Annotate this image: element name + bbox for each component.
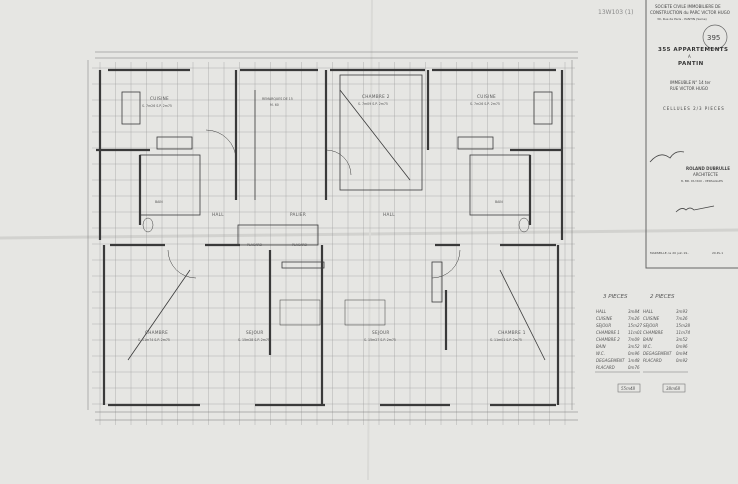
room-cuisine-right-area: S. 7m26 S.P. 2m75 — [470, 102, 500, 106]
three-rooms-area: 7m09 — [628, 337, 640, 342]
room-bain-left: BAIN — [155, 200, 163, 204]
three-rooms-room: BAIN — [596, 344, 606, 349]
room-chambre-1-area: S. 11m01 S.P. 2m75 — [490, 338, 522, 342]
three-rooms-room: PLACARD — [596, 365, 615, 370]
signature-2 — [675, 205, 715, 213]
two-rooms-area: 0m92 — [676, 358, 688, 363]
room-labels: CUISINE S. 7m26 S.P. 2m75 REMARQUES DE 1… — [138, 94, 526, 342]
two-rooms-area: 3m93 — [676, 309, 688, 314]
three-rooms-total: 55m48 — [621, 386, 636, 391]
room-bain-right: BAIN — [495, 200, 503, 204]
room-chambre-left: CHAMBRE — [145, 330, 168, 335]
client-line-3: 30, Rue de Paris - PANTIN (Seine) — [657, 17, 707, 21]
building-number: IMMEUBLE N° 14 ter — [670, 80, 711, 85]
project-a: A — [688, 54, 691, 59]
room-chambre-1: CHAMBRE 1 — [498, 330, 526, 335]
svg-text:395: 395 — [707, 34, 720, 42]
room-hall-right: HALL — [383, 212, 395, 217]
three-rooms-room: DEGAGEMENT — [596, 358, 625, 363]
room-placard-1: PLACARD — [247, 243, 263, 247]
room-sejour-right: SEJOUR — [372, 330, 390, 335]
drawing-subject: CELLULES 2/3 PIECES — [663, 106, 725, 111]
two-rooms-room: PLACARD — [643, 358, 662, 363]
walls — [96, 68, 564, 407]
three-rooms-area: 0m96 — [628, 351, 640, 356]
two-rooms-area: 0m96 — [676, 344, 688, 349]
two-rooms-room: CUISINE — [643, 316, 660, 321]
two-rooms-room: W.C. — [643, 344, 652, 349]
dimension-lines — [87, 51, 578, 421]
three-rooms-room: SEJOUR — [596, 323, 611, 328]
two-rooms-room: HALL — [643, 309, 653, 314]
client-line-2: CONSTRUCTION du PARC VICTOR HUGO — [650, 10, 730, 15]
three-rooms-room: CUISINE — [596, 316, 613, 321]
room-hall-left: HALL — [212, 212, 224, 217]
architect-name: ROLAND DUBRULLE — [686, 166, 730, 171]
three-rooms-area: 3m52 — [628, 344, 640, 349]
three-rooms-area: 3m84 — [628, 309, 640, 314]
three-rooms-area: 1m48 — [628, 358, 640, 363]
title-block: SOCIETE CIVILE IMMOBILIERE DE CONSTRUCTI… — [645, 0, 738, 269]
three-rooms-area: 15m27 — [628, 323, 643, 328]
room-stair-note: M. 60 — [270, 103, 279, 107]
two-rooms-room: CHAMBRE — [643, 330, 664, 335]
drawing-ref: 20.PL.1 — [712, 251, 723, 255]
architect-title: ARCHITECTE — [693, 172, 719, 177]
two-rooms-area: 15m28 — [676, 323, 691, 328]
date-line: MARSEILLE, le 20 juin 19.. — [650, 251, 689, 255]
three-rooms-area: 11m01 — [628, 330, 642, 335]
room-cuisine-left-area: S. 7m26 S.P. 2m75 — [142, 104, 172, 108]
architect-address: 8, BD. DU ROI - VERSAILLES — [681, 179, 723, 183]
project-city: PANTIN — [678, 61, 704, 67]
three-rooms-area: 7m26 — [628, 316, 640, 321]
signature-1 — [649, 151, 685, 163]
archive-reference: 13W103 (1) — [598, 9, 633, 16]
three-rooms-room: CHAMBRE 1 — [596, 330, 620, 335]
three-rooms-area: 0m76 — [628, 365, 640, 370]
two-rooms-room: BAIN — [643, 337, 653, 342]
room-stair: REMARQUES DE 15 — [262, 97, 293, 101]
two-rooms-area: 3m52 — [676, 337, 688, 342]
room-sejour-left: SEJOUR — [246, 330, 264, 335]
project-title: 355 APPARTEMENTS — [658, 47, 729, 53]
street-name: RUE VICTOR HUGO — [670, 86, 708, 91]
two-rooms-area: 11m74 — [676, 330, 691, 335]
two-rooms-total: 38m68 — [666, 386, 681, 391]
two-rooms-room: DEGAGEMENT — [643, 351, 672, 356]
client-line-1: SOCIETE CIVILE IMMOBILIERE DE — [655, 4, 721, 9]
room-chambre-2-area: S. 7m09 S.P. 2m75 — [358, 102, 388, 106]
two-rooms-room: SEJOUR — [643, 323, 658, 328]
three-rooms-heading: 3 PIECES — [603, 294, 628, 300]
registration-stamp: 395 — [702, 24, 728, 50]
room-placard-2: PLACARD — [292, 243, 308, 247]
room-chambre-2: CHAMBRE 2 — [362, 94, 390, 99]
room-cuisine-left: CUISINE — [150, 96, 169, 101]
room-sejour-right-area: S. 15m27 S.P. 2m75 — [364, 338, 396, 342]
three-rooms-room: HALL — [596, 309, 606, 314]
three-rooms-room: CHAMBRE 2 — [596, 337, 620, 342]
three-rooms-room: W.C. — [596, 351, 605, 356]
two-rooms-area: 7m26 — [676, 316, 688, 321]
two-rooms-area: 0m94 — [676, 351, 688, 356]
room-cuisine-right: CUISINE — [477, 94, 496, 99]
room-sejour-left-area: S. 15m28 S.P. 2m75 — [238, 338, 270, 342]
room-palier: PALIER — [290, 212, 306, 217]
two-rooms-heading: 2 PIECES — [650, 294, 675, 300]
room-chambre-left-area: S. 11m74 S.P. 2m75 — [138, 338, 170, 342]
